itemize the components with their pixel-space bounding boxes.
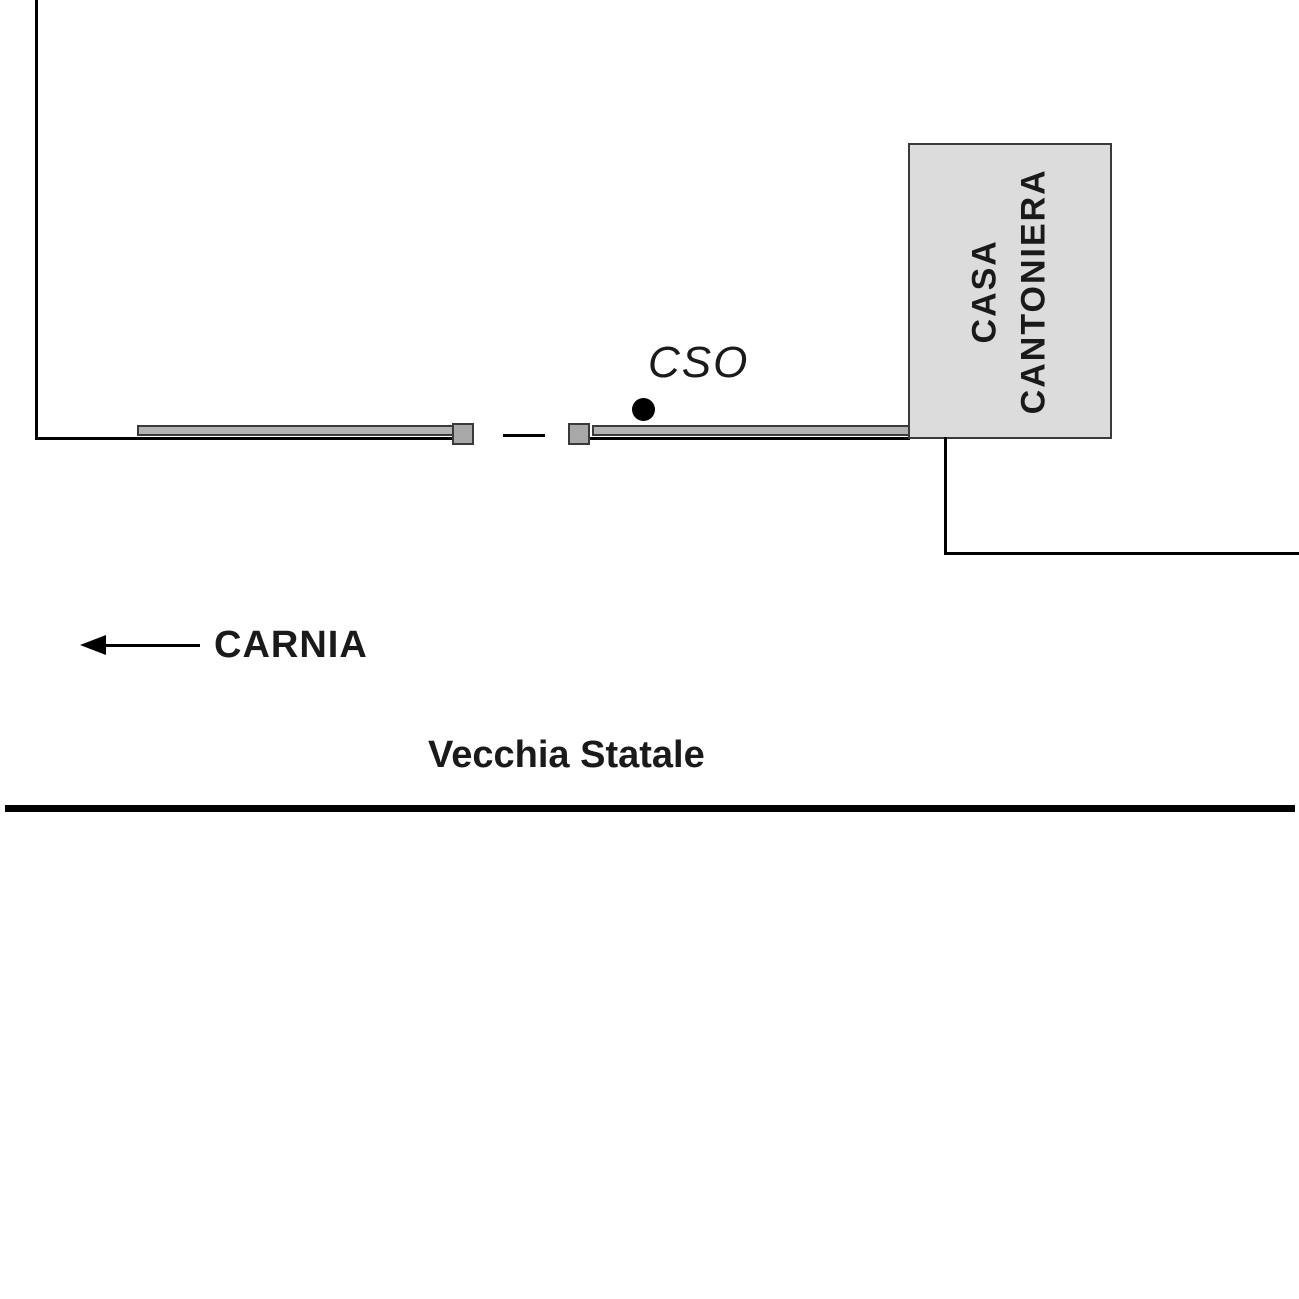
gate-post-right	[568, 423, 590, 445]
arrow-left-icon	[80, 635, 106, 655]
building-label-line2: CANTONIERA	[1015, 167, 1054, 415]
carnia-label: CARNIA	[214, 624, 368, 666]
casa-cantoniera-building: CASA CANTONIERA	[908, 143, 1112, 439]
road-name-label: Vecchia Statale	[428, 734, 705, 776]
guardrail-left	[137, 425, 454, 436]
boundary-step-horizontal	[944, 552, 1299, 555]
road-edge-segment-left	[35, 437, 453, 440]
building-label-line1: CASA	[965, 238, 1004, 344]
gate-post-left	[452, 423, 474, 445]
cso-marker-dot	[632, 398, 655, 421]
cso-label: CSO	[648, 338, 750, 387]
direction-arrow-shaft	[104, 644, 200, 647]
road-edge-segment-right	[590, 437, 910, 440]
gate-gap-dash	[503, 434, 545, 437]
guardrail-right	[592, 425, 912, 436]
left-boundary-line	[35, 0, 38, 440]
road-south-edge-line	[5, 805, 1295, 812]
boundary-step-vertical	[944, 437, 947, 555]
building-label: CASA CANTONIERA	[961, 168, 1060, 414]
